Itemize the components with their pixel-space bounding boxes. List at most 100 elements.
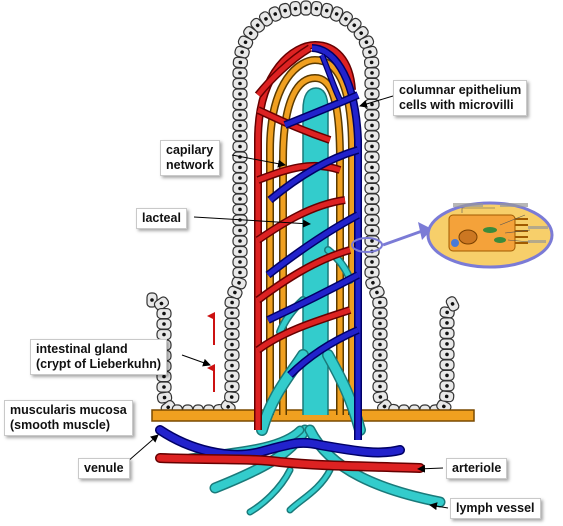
label-columnar-line-1: columnar epithelium (399, 83, 522, 97)
label-lacteal-text: lacteal (142, 211, 181, 225)
epithelial-cell (224, 317, 240, 330)
label-columnar-epithelium: columnar epithelium cells with microvill… (393, 80, 528, 116)
epithelial-cell (364, 88, 380, 100)
epithelial-cell (320, 2, 334, 19)
epithelial-cell (156, 307, 172, 320)
label-arteriole: arteriole (446, 458, 508, 479)
label-leader-lines (126, 95, 449, 511)
epithelial-cell (289, 0, 302, 17)
label-muscularis-line-1: muscularis mucosa (10, 403, 127, 417)
epithelial-cell (364, 77, 380, 90)
epithelial-cell (300, 0, 312, 16)
label-capillary-line-2: network (166, 158, 214, 172)
epithelial-cell (232, 245, 248, 258)
epithelial-cell (232, 130, 248, 142)
epithelial-cell (232, 161, 248, 174)
epithelial-cell (364, 203, 380, 216)
epithelial-cell (372, 380, 388, 393)
epithelial-cell (232, 203, 248, 216)
epithelial-cell (445, 296, 460, 312)
epithelial-cell (232, 266, 248, 279)
epithelial-cell (224, 328, 240, 340)
capillary-network-red (254, 40, 356, 430)
epithelial-cell (438, 390, 455, 403)
epithelial-cell (439, 338, 455, 350)
label-lymph-vessel: lymph vessel (450, 498, 541, 519)
label-gland-line-2: (crypt of Lieberkuhn) (36, 357, 162, 371)
venule-vessel (155, 425, 405, 460)
label-muscularis-line-2: (smooth muscle) (10, 418, 111, 432)
epithelial-cell (156, 391, 173, 404)
epithelial-cell (224, 307, 240, 319)
epithelial-cell (372, 307, 388, 319)
epithelial-cell (364, 182, 380, 195)
epithelial-cell (232, 235, 248, 247)
epithelial-cell (439, 380, 455, 392)
epithelial-cell (364, 214, 380, 226)
epithelial-cell (243, 26, 259, 41)
epithelial-cell (156, 328, 172, 341)
epithelial-cell (224, 391, 240, 403)
epithelial-cell (232, 109, 248, 121)
epithelial-cell (232, 182, 248, 195)
epithelial-cell (224, 370, 240, 382)
epithelial-cell (364, 266, 380, 279)
epithelial-cell (358, 35, 375, 49)
label-lacteal: lacteal (136, 208, 187, 229)
epithelial-cell (364, 256, 380, 268)
epithelial-cell (232, 88, 248, 100)
epithelial-cell (363, 56, 380, 69)
label-arteriole-text: arteriole (452, 461, 502, 475)
epithelial-cell (310, 0, 323, 17)
label-capillary-network: capilary network (160, 140, 220, 176)
cell-inset-illustration (351, 201, 554, 269)
epithelial-cell (372, 328, 388, 340)
epithelial-cell (364, 119, 380, 132)
label-capillary-line-1: capilary (166, 143, 214, 157)
lacteal-vessel (256, 87, 366, 436)
epithelial-cell (364, 67, 380, 79)
epithelial-cell (232, 119, 248, 132)
epithelial-cell (364, 224, 380, 237)
epithelial-cell (364, 109, 380, 121)
epithelial-cell (372, 338, 388, 351)
epithelial-cell (364, 161, 380, 174)
epithelial-cell (232, 224, 248, 237)
label-venule-text: venule (84, 461, 124, 475)
epithelial-cell (232, 140, 248, 153)
epithelial-cell (232, 67, 248, 79)
epithelial-cell (364, 140, 380, 153)
epithelial-cell (224, 349, 240, 361)
epithelial-cell (372, 349, 388, 361)
epithelial-cell (439, 348, 455, 360)
epithelial-cell (232, 256, 248, 268)
label-muscularis-mucosa: muscularis mucosa (smooth muscle) (4, 400, 133, 436)
label-intestinal-gland: intestinal gland (crypt of Lieberkuhn) (30, 339, 168, 375)
epithelial-cell (364, 193, 380, 205)
epithelial-cell (224, 380, 240, 393)
epithelial-cell (364, 151, 380, 163)
epithelial-cell (372, 317, 388, 330)
epithelial-cell (372, 370, 388, 382)
epithelial-cell (232, 98, 248, 111)
epithelium-cell-layer (146, 0, 460, 420)
epithelial-cell (268, 6, 282, 22)
label-lymph-text: lymph vessel (456, 501, 535, 515)
epithelial-cell (369, 285, 385, 300)
epithelial-cell (232, 193, 248, 205)
epithelial-cell (364, 172, 380, 184)
epithelial-cell (372, 359, 388, 372)
epithelial-cell (156, 318, 172, 330)
label-venule: venule (78, 458, 130, 479)
epithelial-cell (153, 296, 170, 311)
label-columnar-line-2: cells with microvilli (399, 98, 514, 112)
epithelial-cell (439, 317, 455, 329)
epithelial-cell (232, 56, 249, 69)
epithelial-cell (372, 296, 388, 309)
epithelial-cell (224, 338, 240, 351)
epithelial-cell (156, 381, 172, 393)
epithelial-cell (232, 77, 248, 90)
epithelial-cell (439, 359, 455, 371)
